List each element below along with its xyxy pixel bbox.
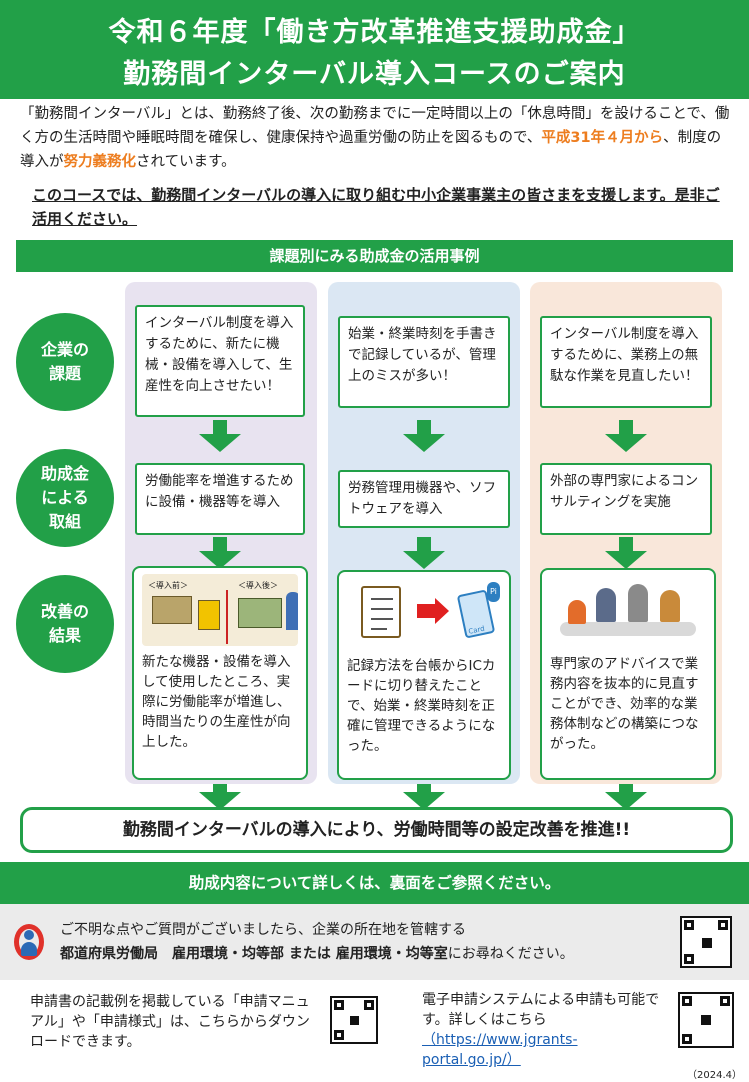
- page-subtitle: 勤務間インターバル導入コースのご案内: [123, 59, 626, 90]
- cases-band: 課題別にみる助成金の活用事例: [16, 240, 733, 272]
- intro-text: 「勤務間インターバル」とは、勤務終了後、次の勤務までに一定時間以上の「休息時間」…: [20, 102, 732, 174]
- issue-date: （2024.4）: [687, 1070, 742, 1081]
- case-2-issue: 始業・終業時刻を手書きで記録しているが、管理上のミスが多い！: [338, 316, 510, 408]
- case-1-issue: インターバル制度を導入するために、新たに機械・設備を導入して、生産性を向上させた…: [135, 305, 305, 417]
- down-arrow-icon: [199, 420, 241, 452]
- case-2-result-text: 記録方法を台帳からICカードに切り替えたことで、始業・終業時刻を正確に管理できる…: [347, 658, 496, 754]
- red-arrow-icon: [417, 604, 435, 618]
- row-label-action: 助成金 による 取組: [16, 449, 114, 547]
- down-arrow-icon: [199, 784, 241, 816]
- contact-text: ご不明な点やご質問がございましたら、企業の所在地を管轄する 都道府県労働局 雇用…: [60, 918, 660, 966]
- down-arrow-icon: [605, 537, 647, 569]
- case-2-result: Card Pi 記録方法を台帳からICカードに切り替えたことで、始業・終業時刻を…: [337, 570, 511, 780]
- manual-download-text: 申請書の記載例を掲載している「申請マニュアル」や「申請様式」は、こちらからダウン…: [30, 994, 310, 1050]
- case-3-action: 外部の専門家によるコンサルティングを実施: [540, 463, 712, 535]
- row-label-action-text: 助成金 による 取組: [40, 464, 89, 531]
- row-label-result: 改善の 結果: [16, 575, 114, 673]
- illustration-after-label: ＜導入後＞: [238, 581, 278, 590]
- qr-code-icon[interactable]: [330, 996, 378, 1044]
- row-label-issue-text: 企業の 課題: [40, 340, 89, 383]
- case-3-issue: インターバル制度を導入するために、業務上の無駄な作業を見直したい！: [540, 316, 712, 408]
- contact-line2-rest: にお尋ねください。: [447, 946, 574, 962]
- case-2-action: 労務管理用機器や、ソフトウェアを導入: [338, 470, 510, 528]
- intro-part1: 「勤務間インターバル」とは、勤務終了後、次の勤務までに一定時間以上の「休息時間」…: [20, 106, 730, 146]
- contact-section: ご不明な点やご質問がございましたら、企業の所在地を管轄する 都道府県労働局 雇用…: [0, 904, 749, 980]
- lead-text: このコースでは、勤務間インターバルの導入に取り組む中小企業事業主の皆さまを支援し…: [32, 186, 720, 228]
- down-arrow-icon: [403, 420, 445, 452]
- contact-office: 都道府県労働局 雇用環境・均等部 または 雇用環境・均等室: [60, 946, 448, 962]
- intro-part2: 、制度の導入が: [20, 130, 722, 170]
- ic-card-pi-label: Pi: [487, 582, 500, 602]
- detail-band: 助成内容について詳しくは、裏面をご参照ください。: [0, 862, 749, 904]
- case-3-result-text: 専門家のアドバイスで業務内容を抜本的に見直すことができ、効率的な業務体制などの構…: [550, 656, 699, 752]
- down-arrow-icon: [605, 420, 647, 452]
- qr-code-icon[interactable]: [680, 916, 732, 968]
- clipboard-to-ic-card-illustration: Card Pi: [347, 578, 501, 650]
- down-arrow-icon: [403, 784, 445, 816]
- jgrants-link[interactable]: （https://www.jgrants-portal.go.jp/）: [422, 1032, 578, 1068]
- case-3-result: 専門家のアドバイスで業務内容を抜本的に見直すことができ、効率的な業務体制などの構…: [540, 568, 716, 780]
- qr-code-icon[interactable]: [678, 992, 734, 1048]
- down-arrow-icon: [605, 784, 647, 816]
- page-title: 令和６年度「働き方改革推進支援助成金」: [108, 17, 641, 48]
- meeting-illustration: [550, 576, 706, 648]
- intro-highlight-date: 平成31年４月から: [541, 130, 664, 146]
- case-1-result: ＜導入前＞ ＜導入後＞ 新たな機器・設備を導入して使用したところ、実際に労働能率…: [132, 566, 308, 780]
- down-arrow-icon: [403, 537, 445, 569]
- row-label-issue: 企業の 課題: [16, 313, 114, 411]
- down-arrow-icon: [199, 537, 241, 569]
- clipboard-icon: [361, 586, 401, 638]
- case-1-action: 労働能率を増進するために設備・機器等を導入: [135, 463, 305, 535]
- case-1-result-text: 新たな機器・設備を導入して使用したところ、実際に労働能率が増進し、時間当たりの生…: [142, 654, 291, 750]
- e-application-info: 電子申請システムによる申請も可能です。詳しくはこちら （https://www.…: [422, 990, 662, 1070]
- row-label-result-text: 改善の 結果: [40, 602, 89, 645]
- illustration-before-label: ＜導入前＞: [148, 581, 188, 590]
- summary-banner: 勤務間インターバルの導入により、労働時間等の設定改善を推進!!: [20, 807, 733, 853]
- intro-highlight-duty: 努力義務化: [63, 154, 137, 170]
- contact-line1: ご不明な点やご質問がございましたら、企業の所在地を管轄する: [60, 922, 466, 938]
- factory-forklift-illustration: ＜導入前＞ ＜導入後＞: [142, 574, 298, 646]
- header: 令和６年度「働き方改革推進支援助成金」 勤務間インターバル導入コースのご案内: [0, 0, 749, 99]
- mhlw-logo-icon: [10, 922, 48, 962]
- ic-card-label: Card: [467, 624, 486, 636]
- intro-part3: されています。: [136, 154, 236, 170]
- e-application-text: 電子申請システムによる申請も可能です。詳しくはこちら: [422, 992, 660, 1028]
